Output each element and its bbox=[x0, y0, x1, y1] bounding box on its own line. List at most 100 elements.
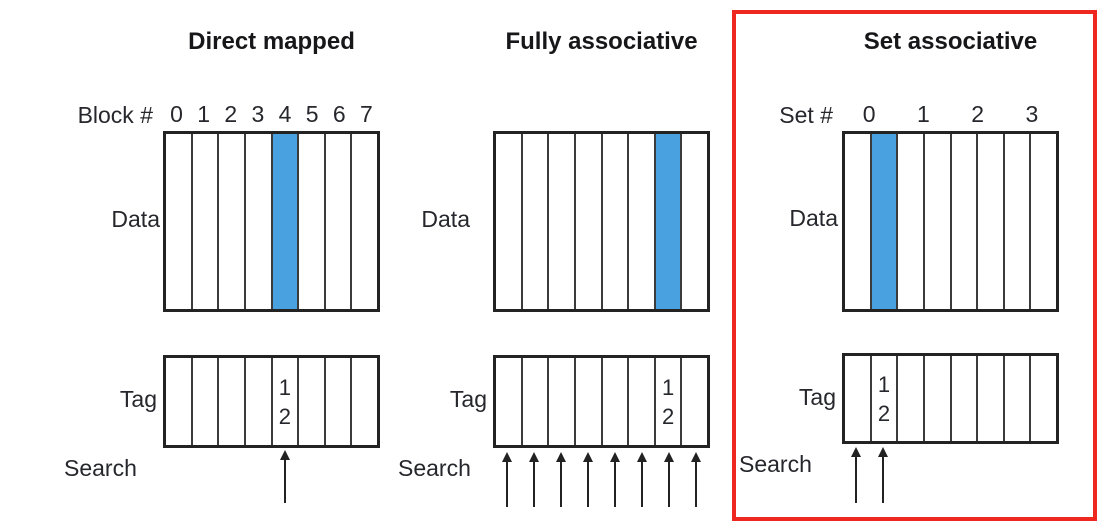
tag-cell-with-entry: 1 2 bbox=[656, 358, 683, 445]
search-arrow-icon bbox=[501, 452, 513, 507]
tag-cell bbox=[166, 358, 193, 445]
arrowhead bbox=[502, 452, 512, 462]
data-label: Data bbox=[421, 206, 470, 232]
arrow-stem bbox=[882, 457, 884, 503]
search-label: Search bbox=[64, 455, 137, 481]
tag-cell bbox=[549, 358, 576, 445]
panel-title: Set associative bbox=[863, 28, 1038, 55]
arrow-stem bbox=[284, 460, 286, 503]
tag-array: 1 2 bbox=[163, 355, 380, 448]
tag-cell bbox=[603, 358, 630, 445]
arrow-stem bbox=[668, 462, 670, 507]
cache-block-cell bbox=[219, 134, 246, 309]
search-arrow-icon bbox=[636, 452, 648, 507]
tag-cell bbox=[845, 356, 872, 441]
search-arrow-icon bbox=[663, 452, 675, 507]
cache-block-cell bbox=[299, 134, 326, 309]
tag-cell bbox=[523, 358, 550, 445]
arrow-stem bbox=[855, 457, 857, 503]
search-arrow-icon bbox=[555, 452, 567, 507]
cache-block-cell bbox=[925, 134, 952, 309]
cache-block-cell bbox=[576, 134, 603, 309]
tag-cell bbox=[629, 358, 656, 445]
arrowhead bbox=[637, 452, 647, 462]
highlighted-block-cell bbox=[655, 134, 683, 309]
block-number-row: 0 1 2 3 4 5 6 7 bbox=[163, 102, 380, 126]
data-label: Data bbox=[111, 206, 160, 232]
arrowhead bbox=[691, 452, 701, 462]
search-label: Search bbox=[739, 451, 812, 477]
block-number: 0 bbox=[170, 101, 183, 127]
block-number: 2 bbox=[224, 101, 238, 127]
tag-entry-line1: 1 bbox=[661, 374, 675, 400]
tag-array: 1 2 bbox=[842, 353, 1059, 444]
tag-cell bbox=[925, 356, 952, 441]
set-number: 2 bbox=[971, 101, 985, 127]
panel-title: Direct mapped bbox=[188, 28, 355, 55]
tag-entry-line1: 1 bbox=[278, 374, 291, 400]
highlighted-block-cell bbox=[871, 134, 899, 309]
data-array bbox=[842, 131, 1059, 312]
cache-block-cell bbox=[166, 134, 193, 309]
cache-block-cell bbox=[496, 134, 523, 309]
tag-label: Tag bbox=[119, 386, 157, 412]
tag-cell bbox=[1031, 356, 1056, 441]
search-arrow-icon bbox=[850, 447, 862, 503]
tag-cell bbox=[193, 358, 220, 445]
set-number: 3 bbox=[1025, 101, 1039, 127]
tag-label: Tag bbox=[798, 384, 836, 410]
red-highlight-box bbox=[732, 10, 1097, 521]
tag-entry-line1: 1 bbox=[877, 371, 891, 397]
cache-block-cell bbox=[1031, 134, 1056, 309]
block-number: 3 bbox=[251, 101, 265, 127]
tag-cell bbox=[978, 356, 1005, 441]
cache-block-cell bbox=[523, 134, 550, 309]
data-array bbox=[163, 131, 380, 312]
arrowhead bbox=[280, 450, 290, 460]
arrow-stem bbox=[695, 462, 697, 507]
cache-block-cell bbox=[898, 134, 925, 309]
set-index-label: Set # bbox=[779, 102, 833, 128]
arrow-stem bbox=[560, 462, 562, 507]
cache-block-cell bbox=[629, 134, 656, 309]
search-label: Search bbox=[398, 455, 471, 481]
arrowhead bbox=[878, 447, 888, 457]
block-number: 6 bbox=[332, 101, 346, 127]
search-arrow-icon bbox=[279, 450, 291, 503]
tag-cell bbox=[898, 356, 925, 441]
cache-block-cell bbox=[952, 134, 979, 309]
data-array bbox=[493, 131, 710, 312]
block-number: 7 bbox=[360, 101, 373, 127]
arrow-stem bbox=[641, 462, 643, 507]
block-number: 1 bbox=[197, 101, 211, 127]
cache-block-cell bbox=[978, 134, 1005, 309]
tag-entry-line2: 2 bbox=[661, 403, 675, 429]
tag-cell-with-entry: 1 2 bbox=[872, 356, 899, 441]
tag-cell-with-entry: 1 2 bbox=[273, 358, 300, 445]
arrow-stem bbox=[587, 462, 589, 507]
tag-cell bbox=[326, 358, 353, 445]
cache-block-cell bbox=[193, 134, 220, 309]
set-number: 0 bbox=[862, 101, 876, 127]
tag-cell bbox=[952, 356, 979, 441]
block-index-label: Block # bbox=[77, 102, 153, 128]
set-number-row: 0 1 2 3 bbox=[842, 102, 1059, 126]
tag-label: Tag bbox=[449, 386, 487, 412]
block-number: 5 bbox=[305, 101, 319, 127]
arrow-stem bbox=[506, 462, 508, 507]
panel-title: Fully associative bbox=[505, 28, 698, 55]
tag-cell bbox=[1005, 356, 1032, 441]
search-arrow-icon bbox=[582, 452, 594, 507]
cache-block-cell bbox=[845, 134, 872, 309]
arrowhead bbox=[556, 452, 566, 462]
data-label: Data bbox=[789, 205, 838, 231]
tag-cell bbox=[246, 358, 273, 445]
tag-cell bbox=[219, 358, 246, 445]
set-number: 1 bbox=[916, 101, 930, 127]
cache-block-cell bbox=[549, 134, 576, 309]
cache-block-cell bbox=[326, 134, 353, 309]
